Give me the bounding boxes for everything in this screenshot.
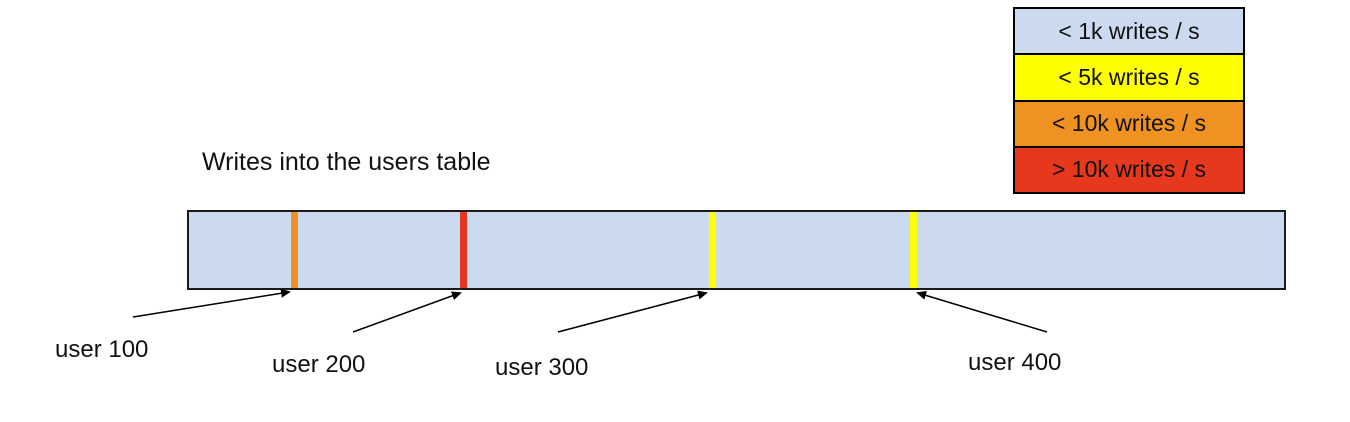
legend-item-label: < 1k writes / s bbox=[1058, 17, 1200, 44]
shard-marker-user-200 bbox=[460, 212, 468, 288]
legend-item: < 10k writes / s bbox=[1015, 99, 1243, 146]
users-table-bar bbox=[187, 210, 1286, 290]
legend: < 1k writes / s < 5k writes / s < 10k writ… bbox=[1013, 7, 1245, 194]
user-label: user 100 bbox=[55, 336, 149, 363]
legend-item-label: < 5k writes / s bbox=[1058, 63, 1200, 90]
legend-item-label: > 10k writes / s bbox=[1051, 156, 1207, 183]
user-label: user 300 bbox=[495, 354, 589, 381]
legend-item: > 10k writes / s bbox=[1015, 145, 1243, 192]
shard-marker-user-300 bbox=[708, 212, 716, 288]
user-label: user 200 bbox=[272, 351, 366, 378]
pointer-arrow-user-400 bbox=[916, 291, 1048, 333]
legend-item: < 5k writes / s bbox=[1015, 53, 1243, 100]
pointer-arrow-user-300 bbox=[557, 290, 708, 333]
user-label: user 400 bbox=[968, 349, 1062, 376]
legend-item-label: < 10k writes / s bbox=[1051, 110, 1207, 137]
shard-marker-user-100 bbox=[290, 212, 298, 288]
legend-item: < 1k writes / s bbox=[1015, 9, 1243, 54]
shard-marker-user-400 bbox=[910, 212, 918, 288]
diagram-title: Writes into the users table bbox=[202, 148, 491, 176]
pointer-arrow-user-200 bbox=[352, 291, 462, 333]
pointer-arrow-user-100 bbox=[132, 288, 291, 318]
